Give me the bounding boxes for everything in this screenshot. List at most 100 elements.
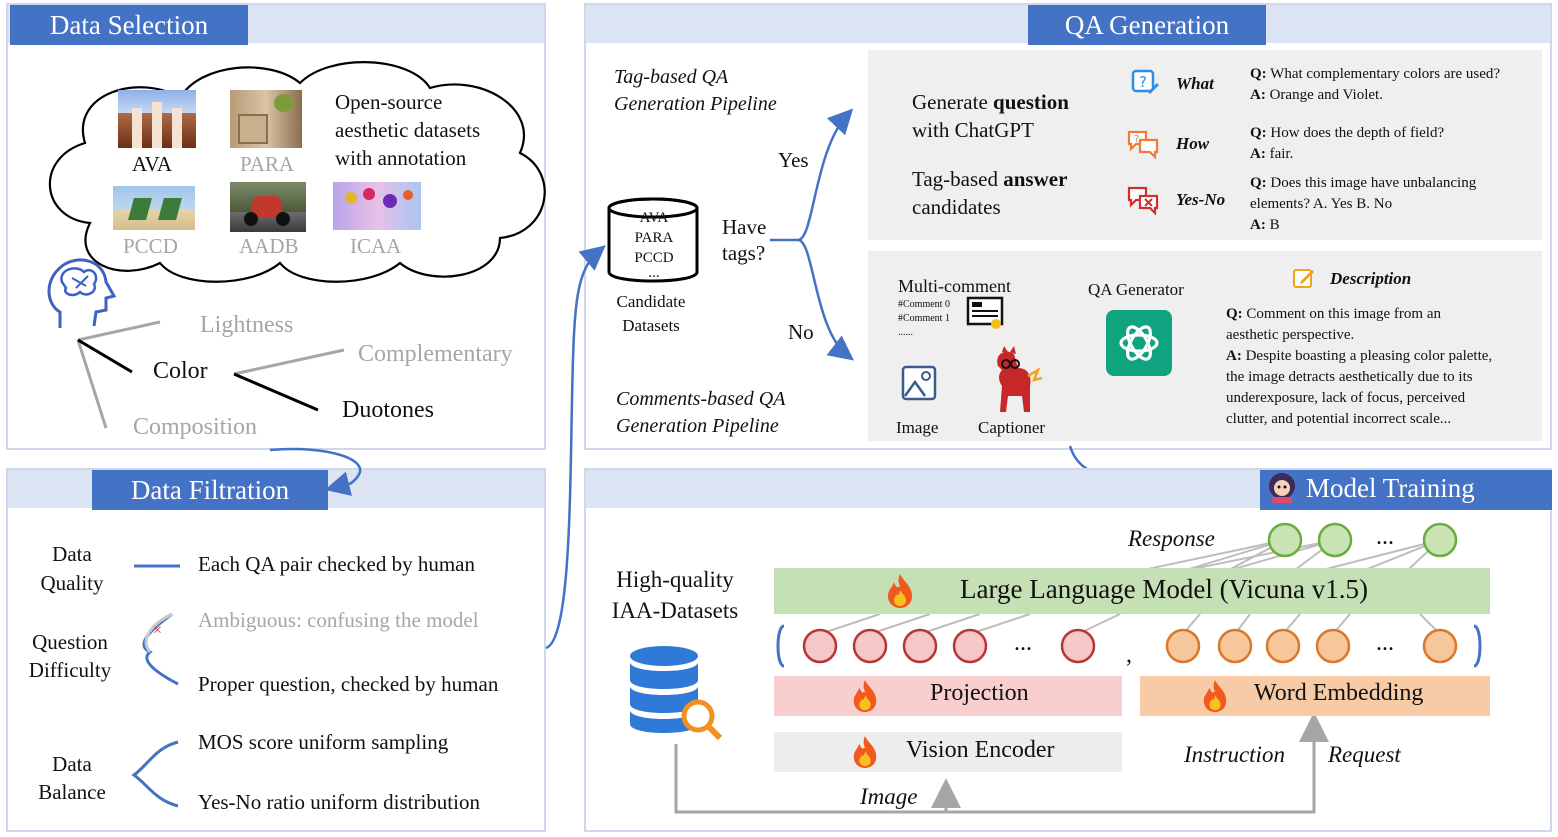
q-text: Comment on this image from an: [1246, 306, 1441, 322]
what-label: What: [1176, 74, 1214, 93]
label-line: Quality: [40, 571, 104, 595]
request-label: Request: [1328, 742, 1401, 767]
qa-line: Q: What complementary colors are used?: [1250, 64, 1500, 85]
qa-line: Q: Does this image have unbalancing: [1250, 173, 1476, 194]
token-ellipsis-left: ...: [1014, 630, 1032, 656]
qa-line: A: Orange and Violet.: [1250, 85, 1500, 106]
yes-label: Yes: [778, 148, 809, 172]
tree-complementary: Complementary: [358, 341, 513, 367]
instruction-label: Instruction: [1184, 742, 1285, 767]
color-tree-lines: [76, 320, 345, 429]
qa-generation-title: QA Generation: [1028, 5, 1266, 45]
yesno-item: Yes-No ratio uniform distribution: [198, 790, 480, 814]
qa-line: the image detracts aesthetically due to …: [1226, 369, 1473, 385]
fire-icon: [888, 574, 912, 608]
qa-description: Q: Comment on this image from an aesthet…: [1226, 304, 1492, 430]
q-text: How does the depth of field?: [1270, 125, 1445, 141]
aadb-thumbnail: [230, 182, 306, 232]
image-flow-label: Image: [860, 784, 918, 809]
have-tags-label: Have tags?: [722, 214, 766, 266]
generate-question-text: Generate question with ChatGPT: [912, 88, 1069, 144]
tag-pipeline-label: Tag-based QA Generation Pipeline: [614, 64, 777, 118]
a-label: A:: [1226, 348, 1242, 364]
yesno-chat-icon: [1127, 186, 1159, 216]
token-ellipsis-right: ...: [1376, 630, 1394, 656]
data-filtration-panel: Data Filtration: [6, 468, 546, 832]
ambiguous-x-icon: ×: [153, 622, 163, 639]
q-text: What complementary colors are used?: [1270, 66, 1501, 82]
label-line: High-quality: [616, 567, 734, 592]
proper-item: Proper question, checked by human: [198, 672, 499, 696]
token-comma: ,: [1126, 642, 1132, 668]
a-text: B: [1269, 217, 1280, 233]
label-line: with ChatGPT: [912, 118, 1034, 142]
ambiguous-item: Ambiguous: confusing the model: [198, 608, 479, 632]
description-edit-icon: [1293, 269, 1314, 288]
db-items: AVA PARA PCCD ...: [622, 208, 686, 281]
projection-block: [774, 676, 1122, 716]
text-part-bold: question: [993, 90, 1069, 114]
qa-line: A: Despite boasting a pleasing color pal…: [1226, 346, 1492, 367]
comment-pipeline-label: Comments-based QA Generation Pipeline: [616, 386, 785, 440]
comment-based-box: [868, 251, 1542, 441]
cloud-text-line: Open-source: [335, 90, 443, 114]
q-text: Does this image have unbalancing: [1270, 175, 1477, 191]
label-line: candidates: [912, 195, 1001, 219]
question-difficulty-label: Question Difficulty: [16, 628, 124, 684]
q-label: Q:: [1226, 306, 1243, 322]
label-line: Data: [52, 542, 92, 566]
captioner-llama-icon: [997, 346, 1043, 412]
llm-label: Large Language Model (Vicuna v1.5): [960, 574, 1368, 604]
a-label: A:: [1250, 87, 1266, 103]
comment-line: #Comment 0: [898, 299, 950, 310]
a-text: Despite boasting a pleasing color palett…: [1245, 348, 1493, 364]
data-balance-label: Data Balance: [20, 750, 124, 806]
yesno-label: Yes-No: [1176, 190, 1226, 209]
q-label: Q:: [1250, 125, 1267, 141]
qa-line: clutter, and potential incorrect scale..…: [1226, 411, 1452, 427]
qa-line: elements? A. Yes B. No: [1250, 196, 1393, 212]
label-line: Comments-based QA: [616, 388, 786, 410]
db-item: ...: [648, 265, 660, 281]
hq-datasets-label: High-quality IAA-Datasets: [600, 564, 750, 626]
fire-icon: [853, 680, 877, 712]
svg-text:?: ?: [1139, 73, 1147, 91]
no-label: No: [788, 320, 814, 344]
image-label: Image: [896, 418, 939, 437]
data-filtration-title: Data Filtration: [92, 470, 328, 510]
candidate-datasets-label: Candidate Datasets: [604, 290, 698, 338]
qa-generator-label: QA Generator: [1088, 280, 1184, 299]
description-label: Description: [1330, 269, 1412, 288]
tree-composition: Composition: [133, 414, 258, 440]
how-label: How: [1176, 134, 1210, 153]
ava-thumbnail: [118, 90, 196, 148]
response-label: Response: [1128, 526, 1215, 551]
comment-line: #Comment 1: [898, 313, 950, 324]
label-line: Data: [52, 752, 92, 776]
a-text: fair.: [1269, 146, 1294, 162]
fire-icon: [1203, 680, 1227, 712]
label-line: Question: [32, 630, 108, 654]
label-line: Generate question: [912, 88, 1069, 116]
how-chat-icon: ?: [1127, 130, 1159, 160]
label-line: Have: [722, 215, 767, 239]
tag-based-box: [868, 50, 1542, 240]
image-icon: [901, 365, 937, 401]
dataset-label-pccd: PCCD: [123, 234, 178, 258]
data-selection-title: Data Selection: [10, 5, 248, 45]
para-thumbnail: [230, 90, 302, 148]
db-item: PARA: [634, 230, 674, 246]
qa-yesno: Q: Does this image have unbalancing elem…: [1250, 173, 1476, 236]
text-part: Tag-based: [912, 167, 1004, 191]
candidate-database-icon: [607, 197, 699, 283]
qa-line: A: fair.: [1250, 144, 1444, 165]
svg-text:?: ?: [1134, 134, 1139, 145]
model-training-title-box: [1260, 470, 1552, 510]
pccd-thumbnail: [113, 186, 195, 230]
text-part-bold: answer: [1003, 167, 1068, 191]
captioner-label: Captioner: [978, 418, 1046, 437]
mos-item: MOS score uniform sampling: [198, 730, 449, 754]
dataset-label-icaa: ICAA: [350, 234, 402, 258]
label-line: Generation Pipeline: [616, 415, 779, 437]
label-line: Generation Pipeline: [614, 93, 777, 115]
